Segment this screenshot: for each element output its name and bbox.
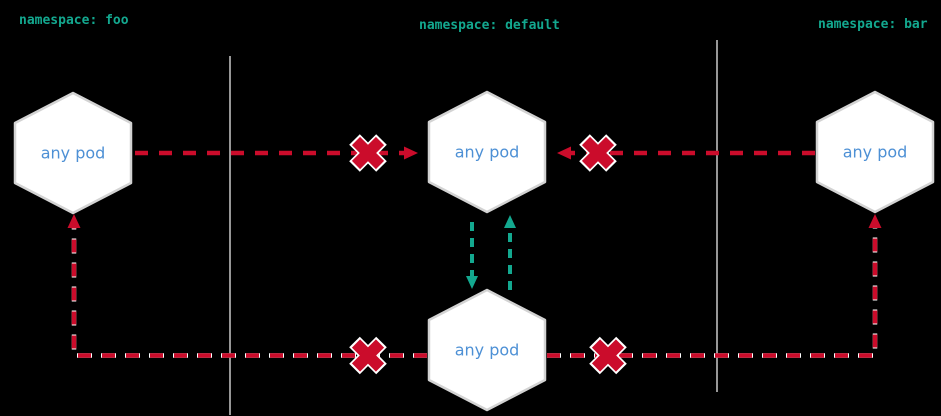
deny-arrow-line [547, 228, 878, 358]
deny-arrow-default-bottom-to-foo [67, 214, 427, 375]
deny-arrow-bar-to-default [557, 134, 815, 172]
blocked-x-icon [349, 336, 387, 375]
arrowhead-down-icon [466, 276, 478, 289]
deny-arrow-foo-to-default [135, 134, 418, 172]
arrowhead-up-icon [868, 214, 882, 228]
blocked-x-icon [349, 134, 387, 172]
pod-foo: any pod [13, 91, 133, 215]
arrowhead-up-icon [67, 214, 81, 228]
deny-arrow-outline [71, 228, 427, 358]
allow-arrow-default-bottom-to-top [504, 215, 516, 290]
pod-label: any pod [455, 341, 520, 360]
pod-label: any pod [843, 143, 908, 162]
pod-default-bottom: any pod [427, 288, 547, 412]
allow-arrow-default-top-to-bottom [466, 222, 478, 289]
deny-arrow-line [71, 228, 427, 358]
deny-arrow-outline [547, 228, 878, 358]
deny-arrow-default-bottom-to-bar [547, 214, 882, 375]
namespace-label-foo: namespace: foo [19, 13, 129, 28]
namespace-label-default: namespace: default [419, 18, 560, 33]
pod-label: any pod [455, 143, 520, 162]
pod-label: any pod [41, 144, 106, 163]
pod-hexagon-icon [427, 288, 547, 412]
pod-hexagon-icon [427, 90, 547, 214]
blocked-x-icon [589, 336, 627, 375]
pod-default-top: any pod [427, 90, 547, 214]
arrowhead-left-icon [557, 146, 571, 160]
pod-hexagon-icon [815, 90, 935, 214]
namespace-label-bar: namespace: bar [818, 17, 928, 32]
pod-hexagon-icon [13, 91, 133, 215]
pod-bar: any pod [815, 90, 935, 214]
blocked-x-icon [579, 134, 617, 172]
arrowhead-right-icon [404, 146, 418, 160]
arrowhead-up-icon [504, 215, 516, 228]
